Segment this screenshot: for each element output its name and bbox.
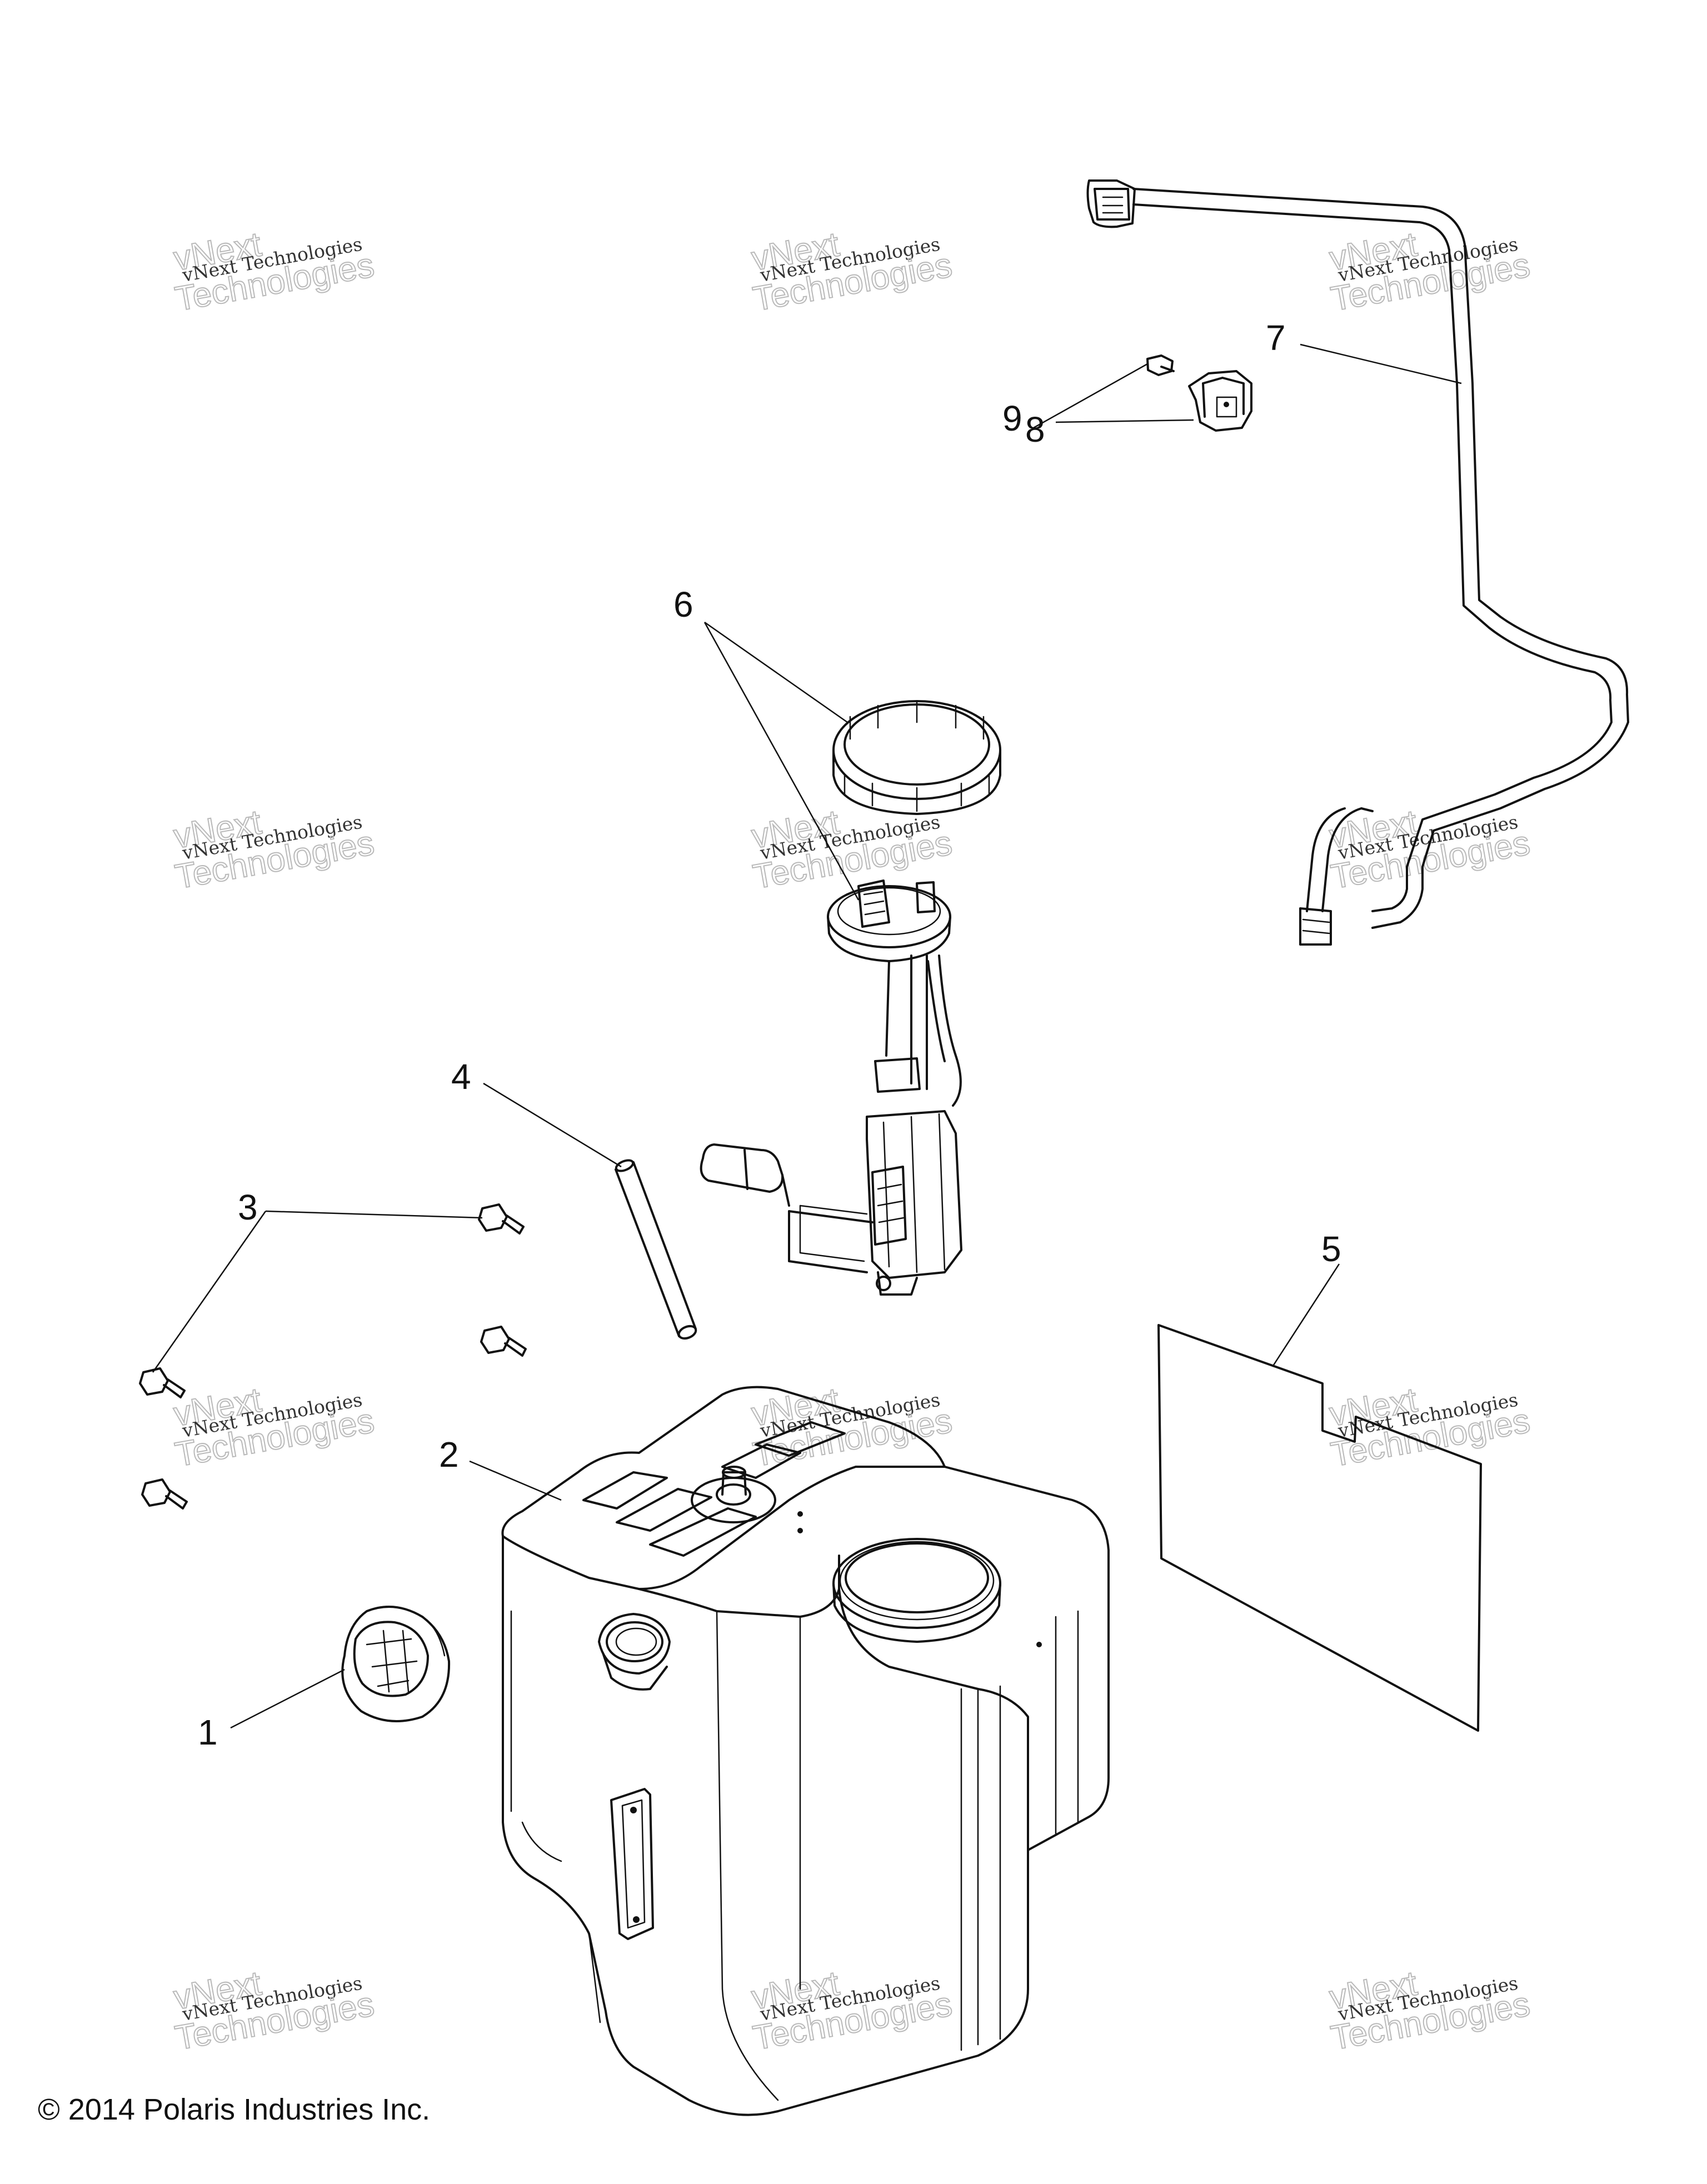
callout-1: 1	[198, 1712, 218, 1752]
leader-6-b	[703, 622, 860, 901]
watermark-mid-right: vNext vNext Technologies Technologies	[1326, 802, 1533, 897]
part-1-fuel-cap	[341, 1606, 451, 1722]
watermark-bottom-center: vNext vNext Technologies Technologies	[748, 1963, 955, 2058]
callout-8: 8	[1025, 409, 1045, 449]
part-6-lock-ring	[832, 700, 1001, 815]
copyright-text: © 2014 Polaris Industries Inc.	[38, 2093, 430, 2126]
part-3-bolt-1	[478, 1203, 525, 1235]
watermark-mid-center: vNext vNext Technologies Technologies	[748, 802, 955, 897]
part-5-pad	[1157, 1324, 1482, 1732]
watermark-low-right: vNext vNext Technologies Technologies	[1326, 1380, 1533, 1475]
leader-6-a	[704, 621, 848, 723]
leader-8	[1055, 419, 1194, 423]
leader-4	[483, 1082, 622, 1168]
watermark-mid-left: vNext vNext Technologies Technologies	[170, 802, 377, 897]
part-3-bolt-3	[139, 1367, 186, 1398]
watermark-low-left: vNext vNext Technologies Technologies	[170, 1380, 377, 1475]
watermark-top-left: vNext vNext Technologies Technologies	[170, 224, 377, 319]
callout-2: 2	[439, 1435, 459, 1475]
part-7-vent-hose	[1086, 179, 1629, 946]
leader-9	[1033, 363, 1148, 429]
part-4-tube	[615, 1159, 697, 1340]
part-9-screw	[1146, 354, 1175, 376]
callout-4: 4	[451, 1057, 471, 1097]
part-3-bolt-4	[141, 1478, 188, 1510]
watermark-bottom-right: vNext vNext Technologies Technologies	[1326, 1963, 1533, 2058]
callout-7: 7	[1266, 318, 1286, 358]
callout-6: 6	[673, 584, 693, 624]
leader-2	[469, 1460, 562, 1501]
part-3-bolt-2	[480, 1326, 527, 1357]
leader-3-b	[152, 1211, 267, 1373]
watermark-low-center: vNext vNext Technologies Technologies	[748, 1380, 955, 1475]
leader-lines	[152, 343, 1462, 1729]
leader-7	[1300, 343, 1462, 384]
callout-3: 3	[238, 1187, 258, 1227]
leader-1	[230, 1668, 345, 1729]
callout-9: 9	[1002, 398, 1022, 438]
watermark-top-center: vNext vNext Technologies Technologies	[748, 224, 955, 319]
leader-3-a	[265, 1210, 483, 1219]
part-2-fuel-tank	[501, 1386, 1110, 2116]
watermark-top-right: vNext vNext Technologies Technologies	[1326, 224, 1533, 319]
leader-5	[1271, 1263, 1340, 1367]
callout-5: 5	[1321, 1229, 1341, 1269]
part-6-fuel-pump	[700, 879, 962, 1296]
part-8-clip	[1188, 370, 1252, 432]
watermark-bottom-left: vNext vNext Technologies Technologies	[170, 1963, 377, 2058]
